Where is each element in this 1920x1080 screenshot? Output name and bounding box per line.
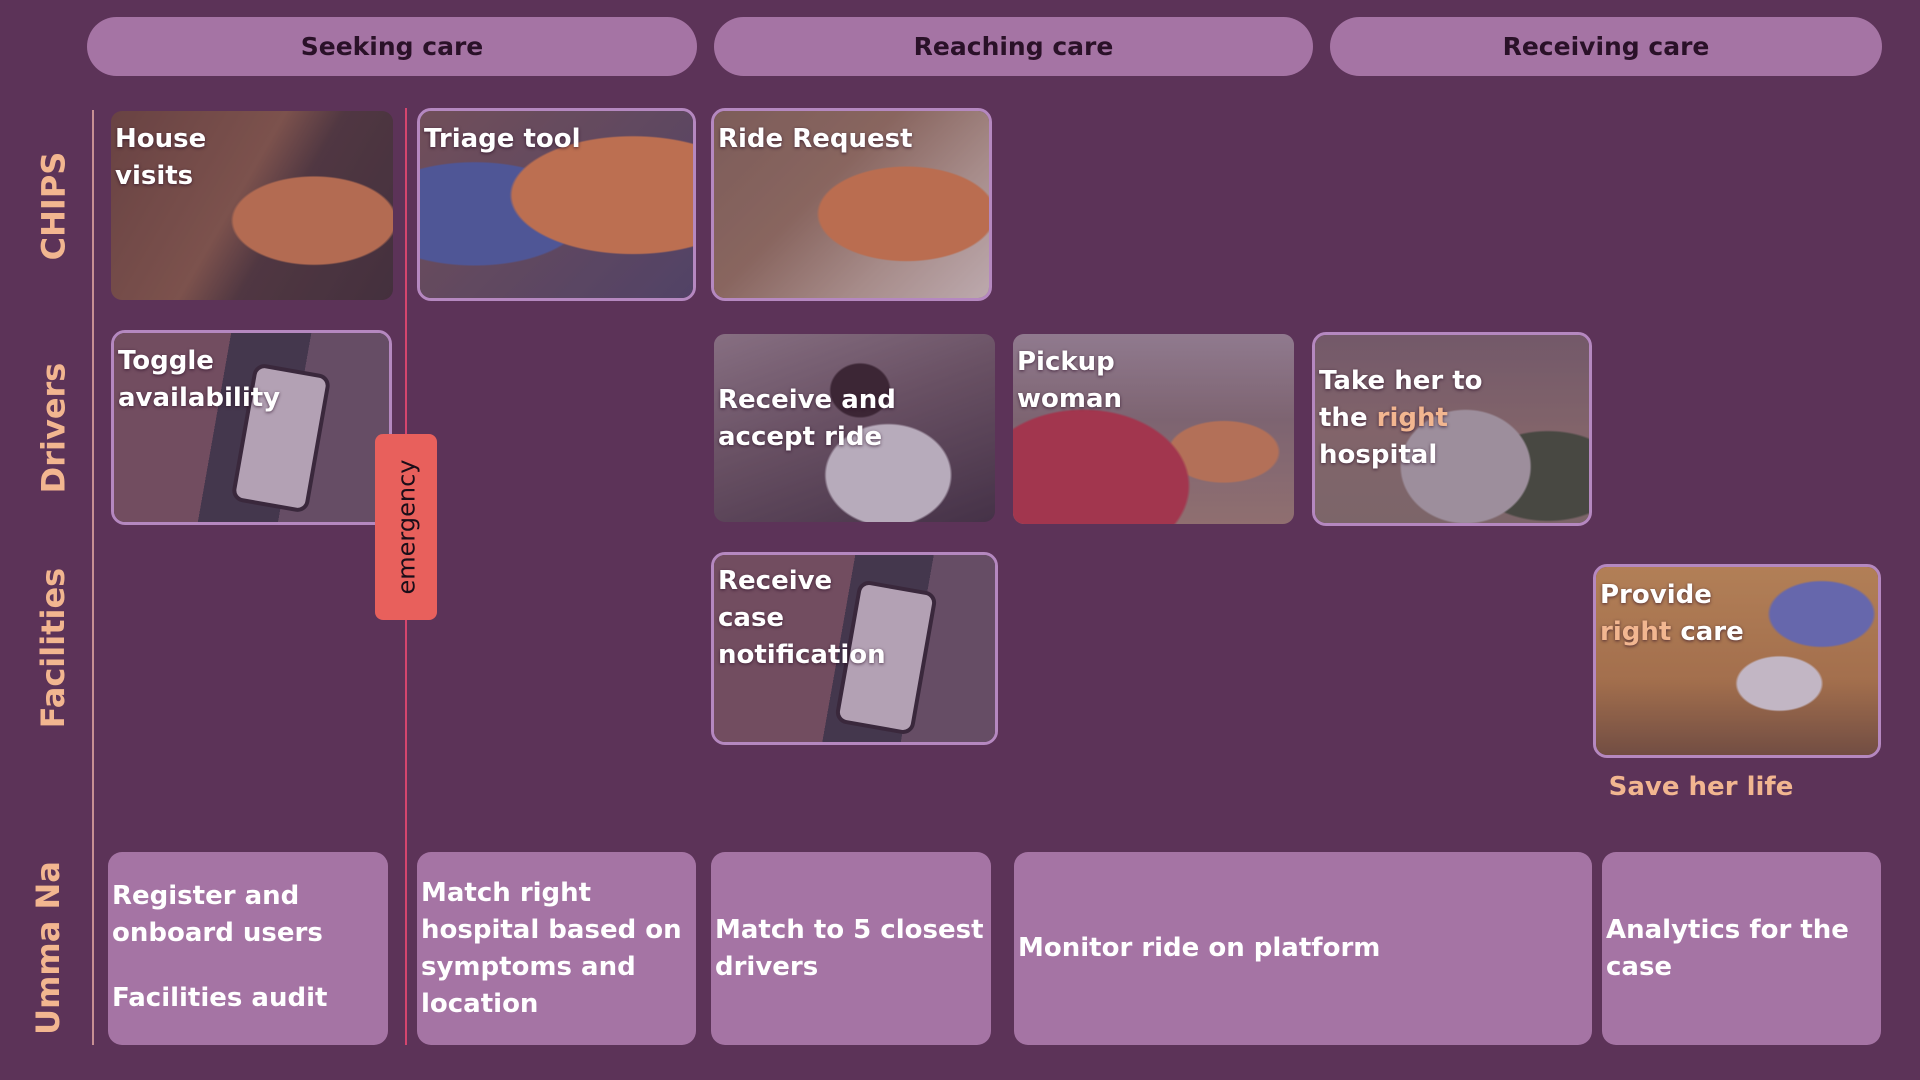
emergency-label: emergency — [392, 459, 420, 595]
card-house-visits: House visits — [108, 108, 396, 303]
phase-seeking-care: Seeking care — [87, 17, 697, 76]
row-label-umma-na: Umma Na — [29, 861, 67, 1035]
platform-text: symptoms and — [421, 951, 636, 982]
platform-monitor-ride: Monitor ride on platform — [1014, 852, 1592, 1045]
card-title: visits — [115, 161, 194, 191]
card-triage-tool: Triage tool — [417, 108, 696, 301]
card-toggle-availability: Toggle availability — [111, 330, 392, 525]
triage-tool-photo — [420, 111, 693, 298]
card-pickup-woman: Pickup woman — [1010, 331, 1297, 527]
phase-label: Seeking care — [300, 32, 484, 61]
card-title: the right — [1319, 403, 1448, 433]
phase-label: Receiving care — [1502, 32, 1710, 61]
card-receive-case-notification: Receive case notification — [711, 552, 998, 745]
platform-text: Monitor ride on platform — [1018, 933, 1381, 963]
nurse-photo — [1596, 567, 1878, 755]
row-label-drivers: Drivers — [34, 362, 73, 494]
platform-text: drivers — [715, 951, 819, 982]
phase-receiving-care: Receiving care — [1330, 17, 1882, 76]
card-title: case — [718, 603, 785, 633]
card-title: Receive — [718, 566, 833, 596]
card-title: Triage tool — [424, 124, 581, 154]
card-title: hospital — [1319, 440, 1438, 470]
platform-text: location — [421, 988, 539, 1019]
platform-text: Match right — [421, 877, 592, 908]
row-axis-line — [92, 110, 94, 1045]
platform-text-audit: Facilities audit — [112, 983, 328, 1013]
card-ride-request: Ride Request — [711, 108, 992, 301]
platform-analytics: Analytics for the case — [1602, 852, 1881, 1045]
card-title: Toggle — [118, 346, 214, 376]
highlight-right: right — [1376, 403, 1448, 433]
card-receive-accept-ride: Receive and accept ride — [711, 331, 998, 525]
card-title: right care — [1600, 617, 1744, 647]
house-visits-photo — [111, 111, 393, 300]
row-label-chips: CHIPS — [34, 151, 73, 261]
platform-text: Register and — [112, 881, 300, 911]
card-title: accept ride — [718, 422, 883, 452]
phase-label: Reaching care — [913, 32, 1114, 61]
card-title: Pickup — [1017, 347, 1115, 377]
card-take-her-to-hospital: Take her to the right hospital — [1312, 332, 1592, 526]
card-title: Receive and — [718, 385, 896, 415]
card-provide-right-care: Provide right care — [1593, 564, 1881, 758]
save-her-life-label: Save her life — [1608, 772, 1794, 802]
card-title: Take her to — [1319, 366, 1483, 396]
emergency-tag: emergency — [375, 434, 437, 620]
card-title: notification — [718, 640, 886, 670]
platform-match-hospital: Match right hospital based on symptoms a… — [417, 852, 696, 1045]
platform-text: Analytics for the — [1606, 914, 1849, 945]
platform-text: Match to 5 closest — [715, 914, 984, 945]
hospital-aerial-photo — [1315, 335, 1589, 523]
driver-in-car-photo — [714, 334, 995, 522]
row-label-facilities: Facilities — [34, 567, 72, 729]
pickup-woman-photo — [1013, 334, 1294, 524]
card-title: Provide — [1600, 580, 1712, 610]
highlight-right: right — [1600, 617, 1672, 647]
card-title: Ride Request — [718, 124, 913, 154]
ride-request-photo — [714, 111, 989, 298]
platform-register-onboard: Register and onboard users Facilities au… — [108, 852, 388, 1045]
card-title: woman — [1017, 384, 1123, 414]
card-title: House — [115, 124, 207, 154]
platform-text: case — [1606, 951, 1673, 982]
phase-reaching-care: Reaching care — [714, 17, 1313, 76]
platform-text: hospital based on — [421, 914, 682, 945]
platform-match-drivers: Match to 5 closest drivers — [711, 852, 991, 1045]
card-title: availability — [118, 383, 281, 413]
platform-text: onboard users — [112, 918, 323, 948]
